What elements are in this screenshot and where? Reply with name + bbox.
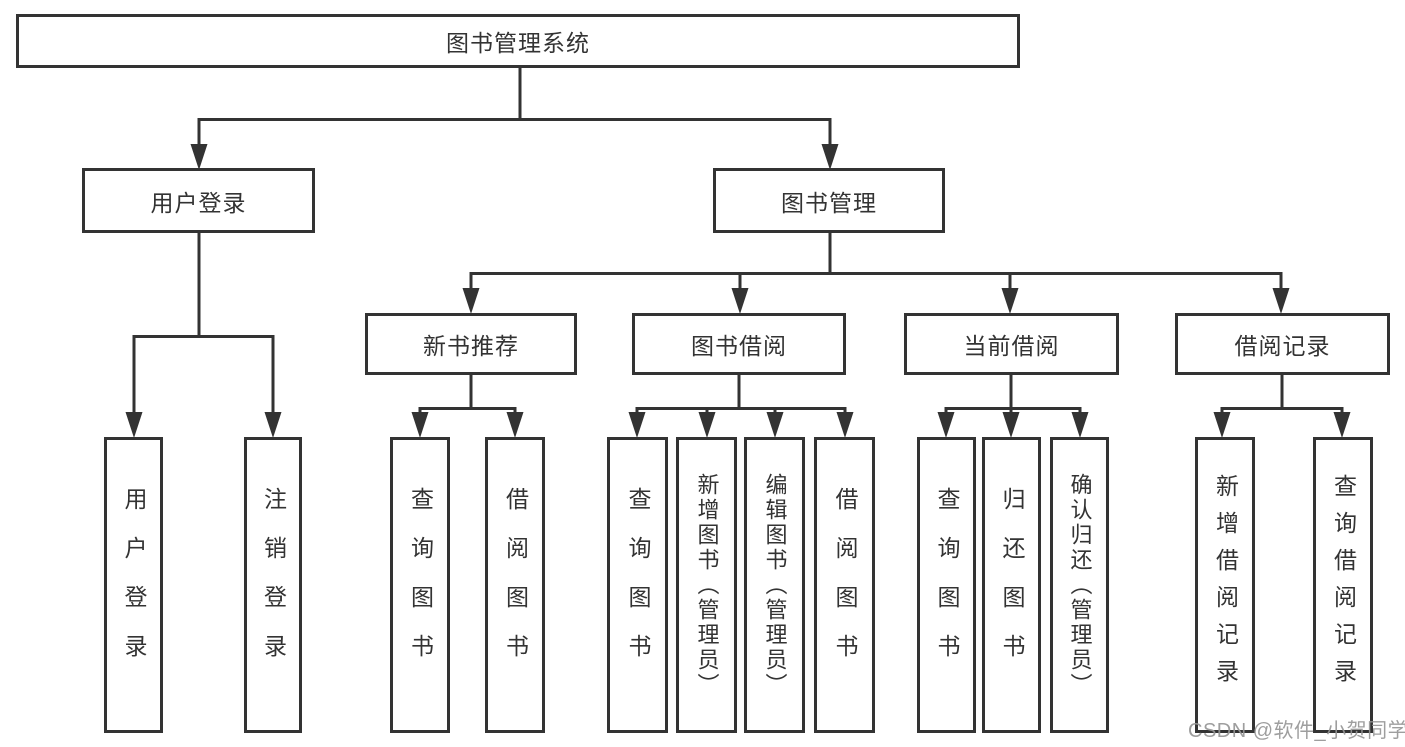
leaf-borrow-books: 借阅图书 bbox=[485, 437, 545, 733]
node-current-borrow-label: 当前借阅 bbox=[963, 333, 1060, 359]
node-book-management: 图书管理 bbox=[713, 168, 945, 233]
csdn-watermark: CSDN @软件_小贺同学 bbox=[1188, 720, 1405, 742]
leaf-user-login-label: 用户登录 bbox=[121, 487, 147, 683]
leaf-query-books-3: 查询图书 bbox=[917, 437, 976, 733]
node-user-login-label: 用户登录 bbox=[150, 189, 247, 216]
node-book-borrow: 图书借阅 bbox=[632, 313, 846, 375]
node-user-login: 用户登录 bbox=[82, 168, 315, 233]
leaf-return-books-label: 归还图书 bbox=[999, 487, 1025, 683]
node-borrow-record: 借阅记录 bbox=[1175, 313, 1390, 375]
node-book-management-label: 图书管理 bbox=[781, 189, 877, 216]
leaf-return-books: 归还图书 bbox=[982, 437, 1041, 733]
leaf-query-books-2: 查询图书 bbox=[607, 437, 668, 733]
node-new-book-recommend: 新书推荐 bbox=[365, 313, 577, 375]
leaf-user-login: 用户登录 bbox=[104, 437, 163, 733]
node-book-borrow-label: 图书借阅 bbox=[691, 333, 787, 359]
leaf-query-books-label: 查询图书 bbox=[407, 487, 434, 683]
node-new-book-recommend-label: 新书推荐 bbox=[423, 333, 519, 359]
leaf-add-books-admin: 新增图书（管理员） bbox=[676, 437, 737, 733]
leaf-confirm-return-admin: 确认归还（管理员） bbox=[1050, 437, 1109, 733]
leaf-query-books-2-label: 查询图书 bbox=[625, 487, 651, 683]
leaf-query-books: 查询图书 bbox=[390, 437, 450, 733]
arrowhead-icon bbox=[125, 144, 1351, 438]
leaf-confirm-return-admin-label: 确认归还（管理员） bbox=[1067, 472, 1093, 698]
node-current-borrow: 当前借阅 bbox=[904, 313, 1119, 375]
leaf-add-books-admin-label: 新增图书（管理员） bbox=[694, 472, 720, 698]
leaf-logout: 注销登录 bbox=[244, 437, 302, 733]
leaf-query-borrow-record-label: 查询借阅记录 bbox=[1330, 474, 1357, 696]
node-root-label: 图书管理系统 bbox=[446, 30, 590, 56]
leaf-add-borrow-record-label: 新增借阅记录 bbox=[1212, 474, 1239, 696]
leaf-query-books-3-label: 查询图书 bbox=[934, 487, 960, 683]
leaf-logout-label: 注销登录 bbox=[260, 487, 287, 683]
leaf-edit-books-admin: 编辑图书（管理员） bbox=[744, 437, 805, 733]
node-root: 图书管理系统 bbox=[16, 14, 1020, 68]
leaf-borrow-books-label: 借阅图书 bbox=[502, 487, 529, 683]
leaf-add-borrow-record: 新增借阅记录 bbox=[1195, 437, 1255, 733]
leaf-borrow-books-2-label: 借阅图书 bbox=[832, 487, 858, 683]
node-borrow-record-label: 借阅记录 bbox=[1234, 333, 1331, 359]
leaf-query-borrow-record: 查询借阅记录 bbox=[1313, 437, 1373, 733]
leaf-edit-books-admin-label: 编辑图书（管理员） bbox=[762, 472, 788, 698]
leaf-borrow-books-2: 借阅图书 bbox=[814, 437, 875, 733]
